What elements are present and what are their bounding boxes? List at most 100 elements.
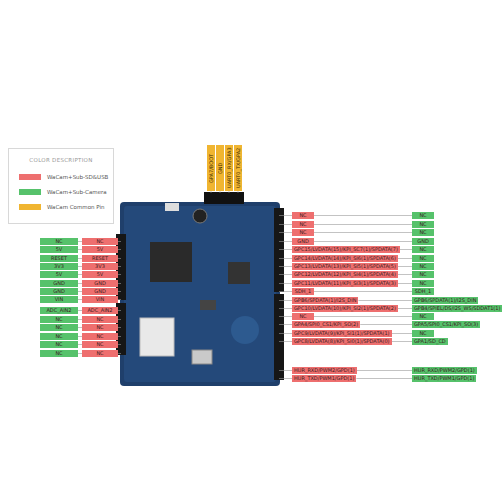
leader-line	[392, 341, 412, 342]
pin-name: RESET	[92, 255, 108, 261]
pin-label: GND	[216, 145, 224, 191]
pin-name: VIN	[96, 296, 105, 302]
pin-name: GND	[297, 238, 308, 244]
pin-label: GPC12/LVDATA(12)/KPI_SI4(1)/SPDATA(4)	[292, 271, 398, 278]
pin-name: NC	[55, 350, 62, 356]
button	[165, 203, 179, 211]
leader-line	[118, 344, 121, 345]
pin-label: NC	[82, 324, 118, 331]
pin-label: ADC_AIN2	[40, 307, 78, 314]
pin-label: 3V3	[82, 263, 118, 270]
leader-line	[118, 274, 121, 275]
pin-name: NC	[55, 333, 62, 339]
pin-label: GND	[412, 238, 434, 245]
pin-name: NC	[55, 341, 62, 347]
pin-name: GPC14/LVDATA(14)/KPI_SI6(1)/SPDATA(6)	[294, 255, 396, 261]
pin-name: GND	[94, 288, 105, 294]
leader-line	[279, 241, 292, 242]
pin-label: NC	[292, 313, 314, 320]
pin-name: GPC15/LVDATA(15)/KPI_SC7(1)/SPDATA(7)	[294, 246, 398, 252]
pcb-inner	[124, 206, 276, 382]
leader-line	[358, 300, 412, 301]
pin-label: GPC9/LVDATA(9)/KPI_SI1(1)/SPDATA(1)	[292, 330, 392, 337]
pin-name: GPC13/LVDATA(13)/KPI_SI5(1)/SPDATA(5)	[294, 263, 396, 269]
leader-line	[360, 324, 412, 325]
legend-row: WaCam+Sub-Camera	[19, 188, 107, 196]
leader-line	[279, 370, 292, 371]
usb	[192, 350, 212, 364]
pin-label: NC	[412, 263, 434, 270]
leader-line	[279, 283, 292, 284]
pin-name: GND	[53, 288, 64, 294]
pin-name: NC	[419, 313, 426, 319]
pin-label: NC	[412, 313, 434, 320]
pcb	[120, 202, 280, 386]
pin-label: VIN	[40, 296, 78, 303]
pin-label: NC	[82, 341, 118, 348]
leader-line	[118, 327, 121, 328]
leader-line	[279, 341, 292, 342]
legend-text: WaCam+Sub-SD&USB	[47, 174, 108, 180]
leader-line	[118, 336, 121, 337]
leader-line	[398, 283, 412, 284]
part	[200, 300, 216, 310]
pin-label: NC	[412, 271, 434, 278]
pin-label: GPC11/LVDATA(11)/KPI_SI3(1)/SPDATA(3)	[292, 280, 398, 287]
pin-label: GPB6/SPDATA(1)/I2S_DIN	[412, 297, 478, 304]
leader-line	[118, 241, 121, 242]
pin-name: ADC_AIN2	[87, 307, 112, 313]
pin-name: NC	[96, 238, 103, 244]
leader-line	[398, 266, 412, 267]
logo	[231, 316, 259, 344]
leader-line	[279, 378, 292, 379]
pin-label: GPC10/LVDATA(10)/KPI_SI2(1)/SPDATA(2)	[292, 305, 398, 312]
top-header	[204, 192, 244, 204]
legend-box: COLOR DESCRIPTIONWaCam+Sub-SD&USBWaCam+S…	[8, 148, 114, 224]
pin-name: GPB4/SPIEL/DS/I2S_WS/SDDAT1(1)	[414, 305, 500, 311]
pin-name: 5V	[97, 246, 104, 252]
pin-label: UART0_RX/GPA3	[225, 145, 233, 191]
module	[140, 318, 174, 356]
leader-line	[118, 353, 121, 354]
pin-label: RESET	[40, 255, 78, 262]
pin-label: 5V	[40, 271, 78, 278]
pin-label: NC	[82, 316, 118, 323]
legend-row: WaCam Common Pin	[19, 203, 105, 211]
pin-label: GPC8/LVDATA(8)/KPI_SI0(1)/SPDATA(0)	[292, 338, 392, 345]
pin-name: HUR_TXD/PWM1/GPD(1)	[414, 375, 474, 381]
chip	[228, 262, 250, 284]
pin-label: NC	[412, 255, 434, 262]
pin-label: NC	[40, 316, 78, 323]
pin-label: NC	[40, 350, 78, 357]
leader-line	[279, 258, 292, 259]
pin-name: 5V	[56, 246, 63, 252]
pin-name: SDH_1	[295, 288, 311, 294]
legend-text: WaCam Common Pin	[47, 204, 105, 210]
pin-label: RESET	[82, 255, 118, 262]
leader-line	[392, 333, 412, 334]
legend-swatch	[19, 189, 41, 195]
pin-name: ADC_AIN2	[46, 307, 71, 313]
leader-line	[118, 291, 121, 292]
leader-line	[229, 191, 230, 193]
pin-name: GND	[417, 238, 428, 244]
pin-label: GPC13/LVDATA(13)/KPI_SI5(1)/SPDATA(5)	[292, 263, 398, 270]
pin-label: NC	[40, 324, 78, 331]
pin-name: NC	[419, 280, 426, 286]
pin-name: NC	[299, 212, 306, 218]
pin-name: NC	[419, 212, 426, 218]
pin-label: NC	[40, 238, 78, 245]
leader-line	[279, 266, 292, 267]
pin-label: NC	[40, 333, 78, 340]
leader-line	[279, 324, 292, 325]
pin-name: GPA1/SD_CD	[414, 338, 446, 344]
legend-row: WaCam+Sub-SD&USB	[19, 173, 108, 181]
pin-label: NC	[292, 212, 314, 219]
pin-label: GPA4/SPI0_CS1/KPI_SO(2)	[292, 321, 360, 328]
pin-name: 5V	[56, 271, 63, 277]
leader-line	[220, 191, 221, 193]
leader-line	[314, 291, 412, 292]
pin-name: 3V3	[54, 263, 64, 269]
leader-line	[279, 249, 292, 250]
leader-line	[118, 310, 121, 311]
